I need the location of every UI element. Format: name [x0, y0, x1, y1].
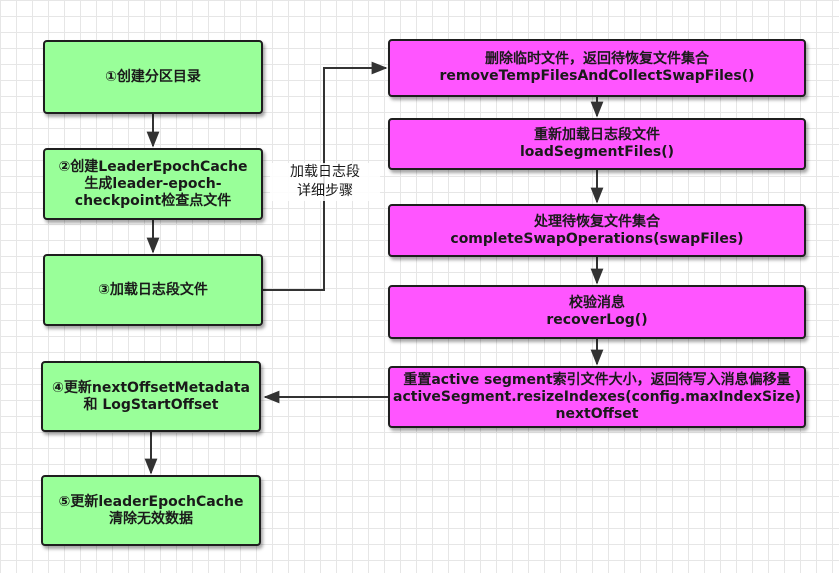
- step-4-label: ④更新nextOffsetMetadata 和 LogStartOffset: [52, 379, 250, 413]
- detail-3-complete-swap-operations: 处理待恢复文件集合 completeSwapOperations(swapFil…: [388, 204, 806, 257]
- step-5-update-leader-epoch-cache: ⑤更新leaderEpochCache 清除无效数据: [41, 475, 261, 546]
- detail-5-label: 重置active segment索引文件大小，返回待写入消息偏移量 active…: [393, 371, 801, 422]
- step-3-label: ③加载日志段文件: [98, 281, 208, 298]
- detail-5-resize-indexes: 重置active segment索引文件大小，返回待写入消息偏移量 active…: [388, 366, 806, 428]
- step-5-label: ⑤更新leaderEpochCache 清除无效数据: [58, 493, 244, 527]
- edge-label-load-detail: 加载日志段 详细步骤: [270, 163, 380, 201]
- detail-4-recover-log: 校验消息 recoverLog(): [388, 285, 806, 339]
- detail-1-remove-temp-files: 删除临时文件，返回待恢复文件集合 removeTempFilesAndColle…: [388, 39, 806, 97]
- step-2-label: ②创建LeaderEpochCache 生成leader-epoch- chec…: [58, 158, 248, 209]
- step-1-create-partition-dir: ①创建分区目录: [43, 40, 263, 114]
- step-2-create-leader-epoch-cache: ②创建LeaderEpochCache 生成leader-epoch- chec…: [43, 148, 263, 220]
- step-1-label: ①创建分区目录: [105, 68, 201, 85]
- step-4-update-next-offset-metadata: ④更新nextOffsetMetadata 和 LogStartOffset: [41, 361, 261, 432]
- detail-1-label: 删除临时文件，返回待恢复文件集合 removeTempFilesAndColle…: [439, 51, 755, 84]
- step-3-load-log-segments: ③加载日志段文件: [43, 254, 263, 326]
- detail-2-load-segment-files: 重新加载日志段文件 loadSegmentFiles(): [388, 118, 806, 170]
- detail-3-label: 处理待恢复文件集合 completeSwapOperations(swapFil…: [450, 213, 744, 247]
- detail-4-label: 校验消息 recoverLog(): [546, 295, 648, 328]
- detail-2-label: 重新加载日志段文件 loadSegmentFiles(): [519, 127, 674, 160]
